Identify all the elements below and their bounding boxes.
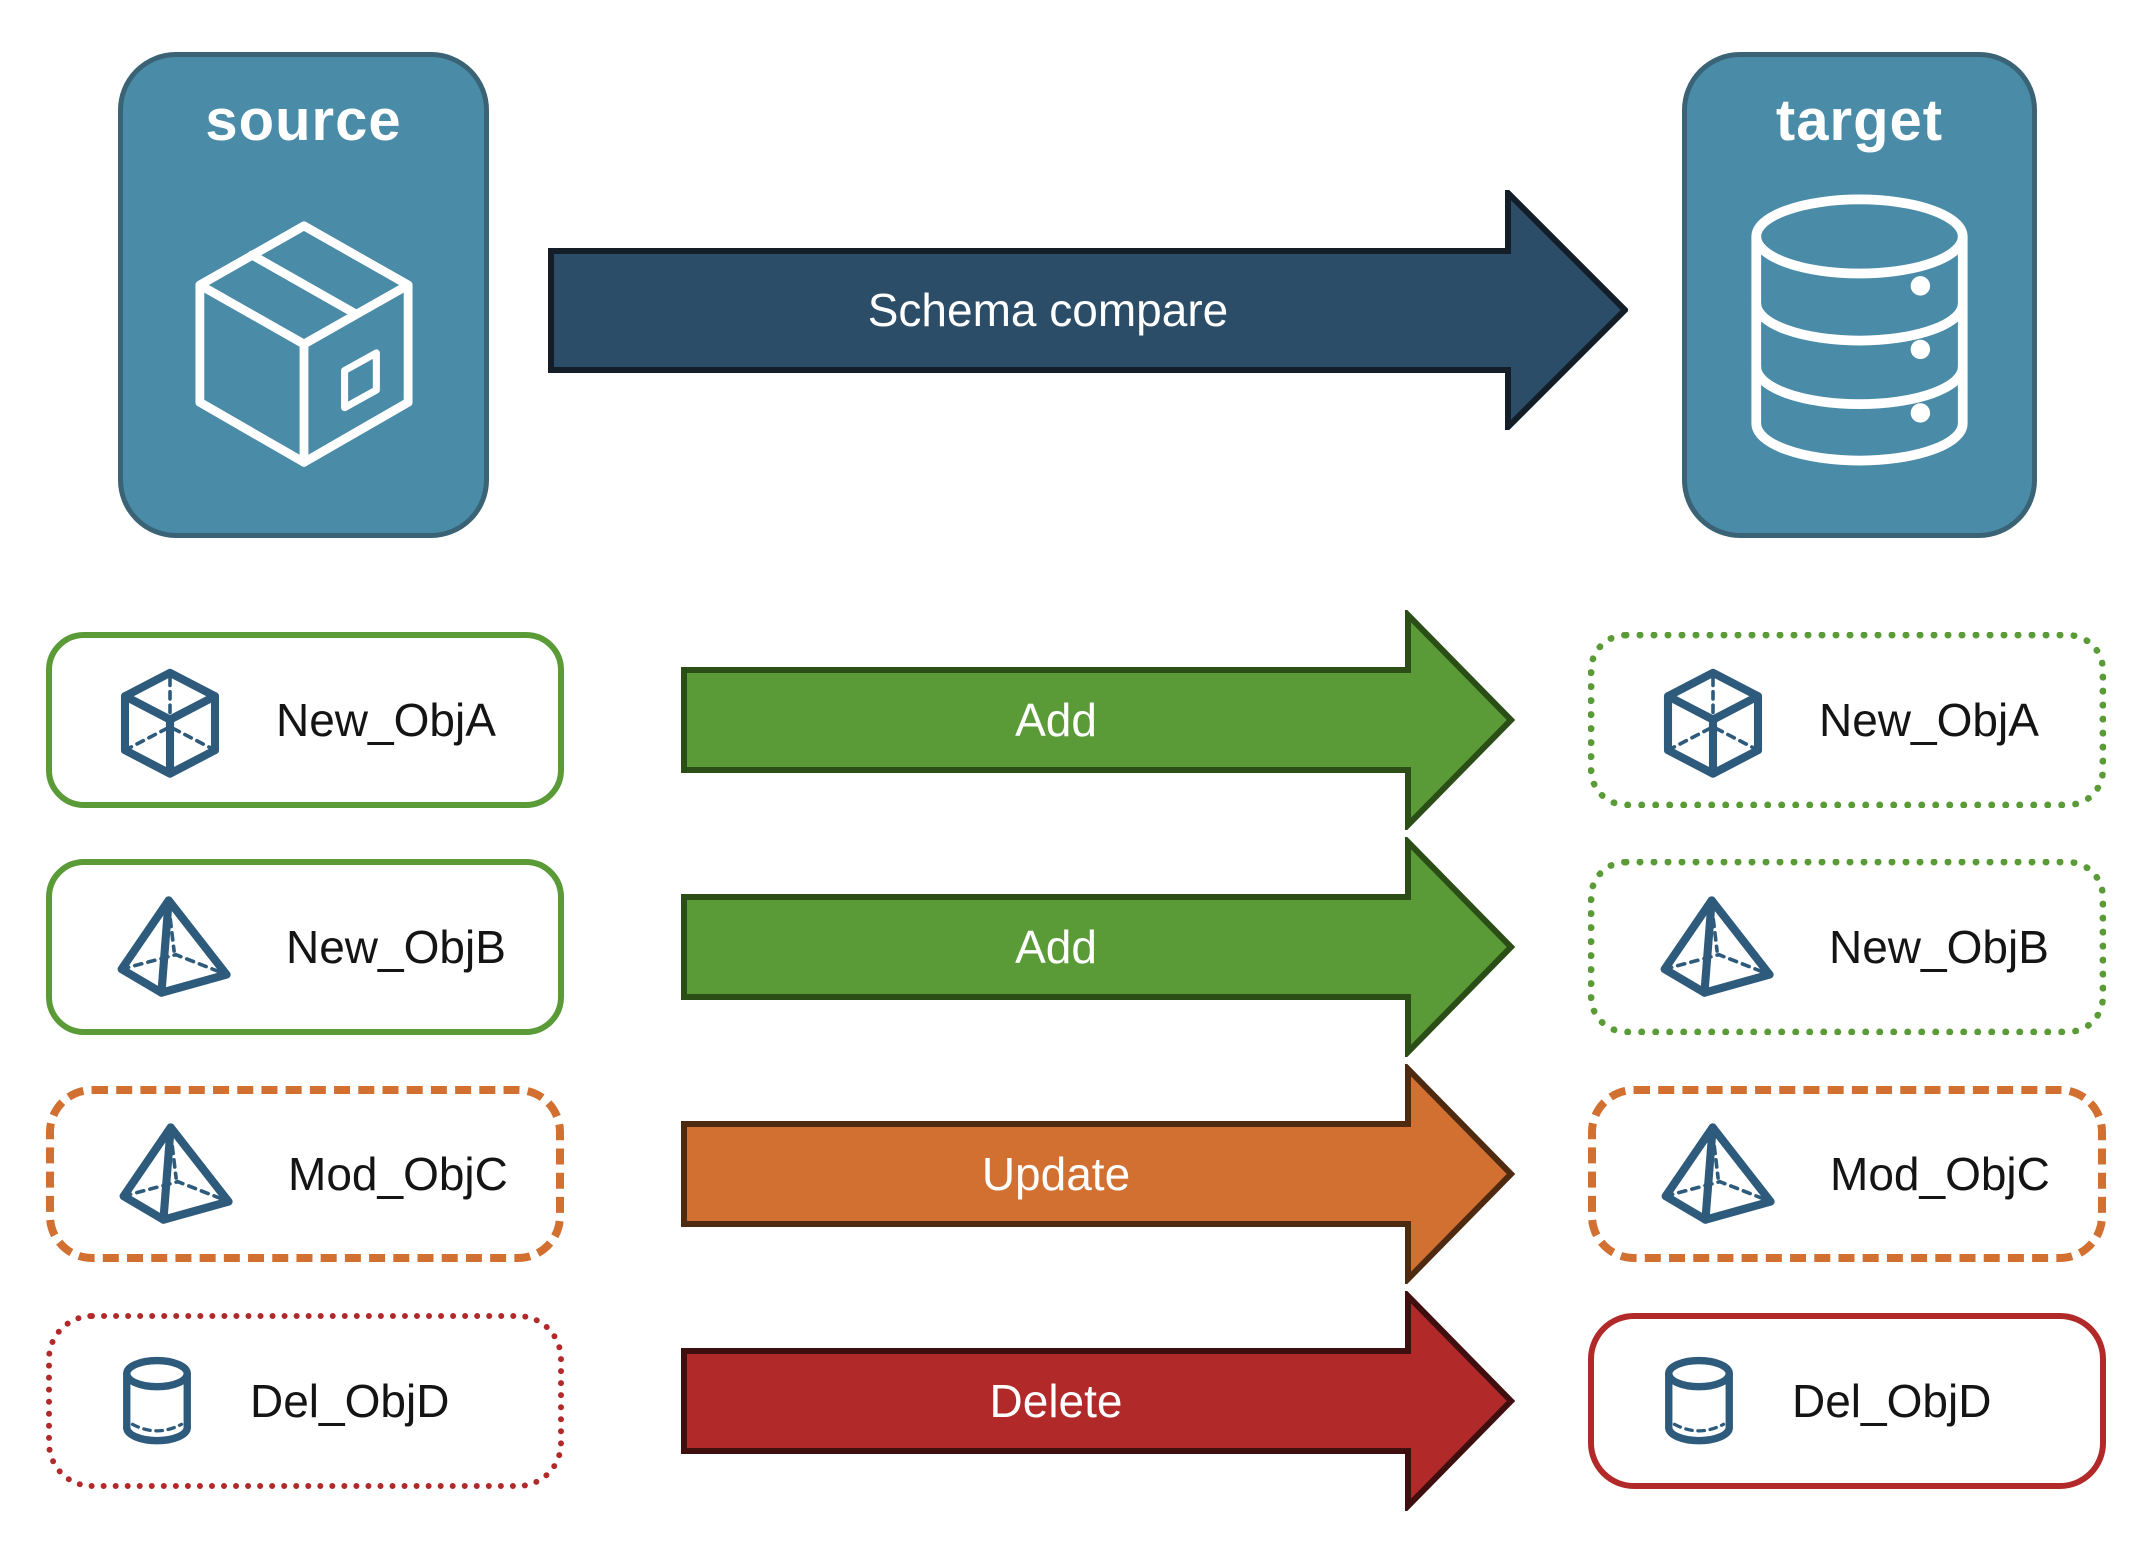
action-arrow-update: Update (681, 1064, 1515, 1284)
source-object-card: Del_ObjD (46, 1313, 564, 1489)
node-source: source (118, 52, 489, 538)
object-label: New_ObjB (1829, 921, 2049, 973)
object-label: New_ObjB (286, 921, 506, 973)
object-label: New_ObjA (276, 694, 496, 746)
pyramid-icon (1660, 896, 1774, 997)
target-object-card: Mod_ObjC (1588, 1086, 2106, 1262)
pyramid-icon (119, 1123, 233, 1224)
package-box-icon (194, 221, 413, 467)
target-object-card: Del_ObjD (1588, 1313, 2106, 1489)
action-arrow-label: Add (1015, 921, 1097, 973)
cylinder-icon (123, 1356, 191, 1445)
cube-icon (120, 668, 220, 778)
action-arrow-label: Update (982, 1148, 1130, 1200)
node-target: target (1682, 52, 2037, 538)
source-label: source (205, 88, 402, 153)
cube-icon (1663, 668, 1763, 778)
schema-compare-label: Schema compare (868, 284, 1229, 336)
object-label: Del_ObjD (250, 1375, 450, 1427)
action-arrow-label: Delete (990, 1375, 1123, 1427)
object-label: Del_ObjD (1792, 1375, 1992, 1427)
action-arrow-add-1: Add (681, 610, 1515, 830)
cylinder-icon (1665, 1356, 1733, 1445)
database-icon (1751, 194, 1968, 466)
source-object-card: New_ObjA (46, 632, 564, 808)
object-label: Mod_ObjC (288, 1148, 508, 1200)
schema-compare-arrow: Schema compare (548, 190, 1628, 430)
action-arrow-delete: Delete (681, 1291, 1515, 1511)
pyramid-icon (117, 896, 231, 997)
source-object-card: Mod_ObjC (46, 1086, 564, 1262)
action-arrow-add-2: Add (681, 837, 1515, 1057)
object-label: New_ObjA (1819, 694, 2039, 746)
pyramid-icon (1661, 1123, 1775, 1224)
target-label: target (1775, 88, 1944, 153)
target-object-card: New_ObjA (1588, 632, 2106, 808)
object-label: Mod_ObjC (1830, 1148, 2050, 1200)
source-object-card: New_ObjB (46, 859, 564, 1035)
action-arrow-label: Add (1015, 694, 1097, 746)
target-object-card: New_ObjB (1588, 859, 2106, 1035)
